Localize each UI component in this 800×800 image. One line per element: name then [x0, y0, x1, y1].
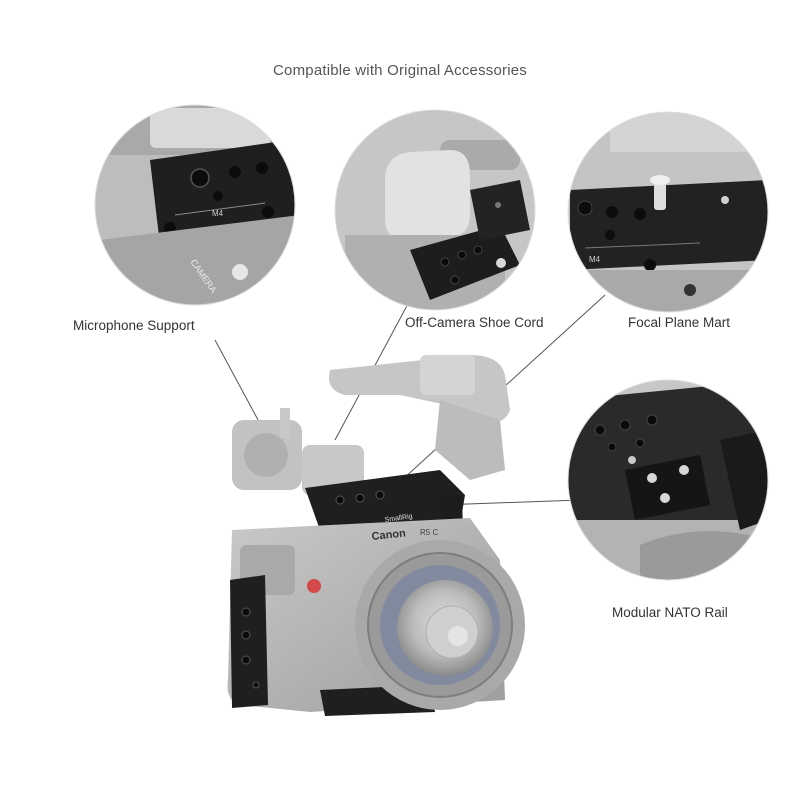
camera-model-label: R5 C — [420, 528, 438, 537]
callout-off-camera-shoe: Off-Camera Shoe Cord — [405, 315, 544, 330]
zoom-circle-shoe — [335, 110, 535, 310]
brand-badge: SmallRig — [384, 513, 413, 524]
camera-brand-label: Canon — [371, 527, 407, 543]
focal-plate-engraving: M4 — [589, 255, 601, 264]
callout-focal-plane: Focal Plane Mart — [628, 315, 731, 330]
zoom-circle-microphone — [95, 105, 295, 305]
camera-assembly — [227, 355, 525, 716]
zoom-circle-outlines — [94, 104, 769, 581]
mic-plate-engraving: M4 — [212, 209, 224, 218]
zoom-circle-focal — [568, 112, 768, 312]
callout-nato-rail: Modular NATO Rail — [612, 605, 728, 620]
page-title: Compatible with Original Accessories — [273, 62, 527, 79]
callout-microphone-support: Microphone Support — [73, 318, 195, 333]
zoom-circle-nato — [568, 380, 768, 580]
